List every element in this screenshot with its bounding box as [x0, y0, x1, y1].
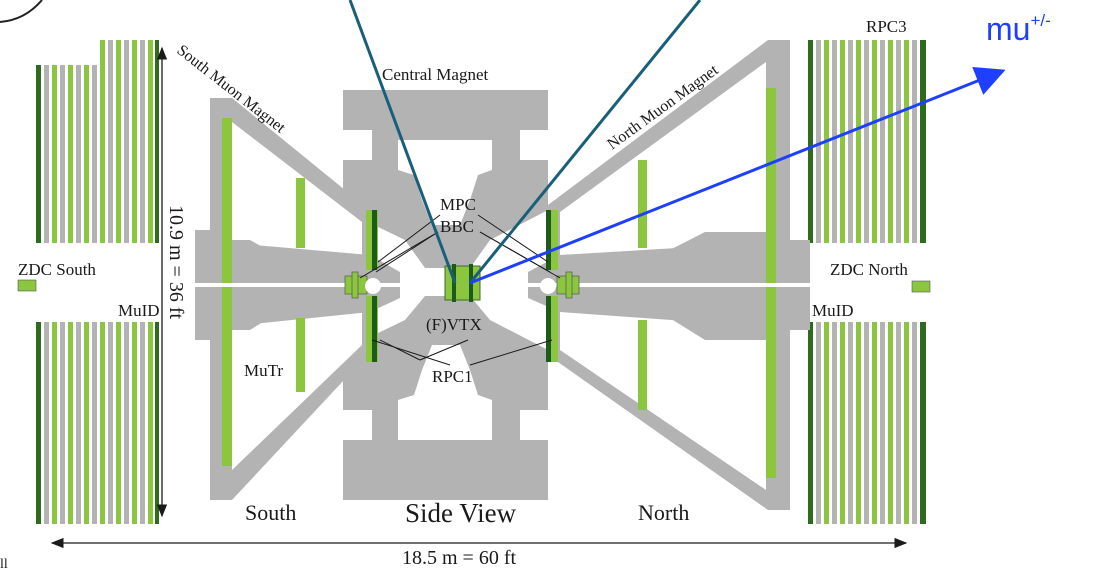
north-rpc1-top-dark — [546, 210, 551, 270]
mpc-label: MPC — [440, 195, 476, 214]
track-teal-2 — [468, 0, 702, 284]
north-mutr-station-2-bot — [638, 320, 647, 410]
muid-south-bottom — [36, 322, 159, 524]
track-teal-1 — [348, 0, 457, 284]
track-muon — [469, 66, 1006, 285]
zdc-north-block — [911, 280, 931, 293]
south-mutr-station-2-top — [296, 178, 305, 248]
muid-south-top — [36, 40, 159, 243]
zdc-south-block — [17, 279, 37, 292]
rpc1-label: RPC1 — [432, 367, 473, 386]
fvtx-label: (F)VTX — [426, 315, 482, 334]
mutr-label: MuTr — [244, 361, 283, 380]
bbc-label: BBC — [440, 217, 474, 236]
side-view-label: Side View — [405, 498, 517, 528]
north-mpc-bbc — [540, 271, 580, 299]
leader-lines — [359, 214, 561, 366]
south-rpc1-bot-dark — [372, 296, 377, 362]
muon-label: mu+/- — [986, 11, 1051, 47]
south-mutr-station-2-bot — [296, 318, 305, 392]
north-rpc1-bot-dark — [546, 296, 551, 362]
south-mpc-bbc — [344, 271, 381, 299]
south-muon-magnet-inner — [232, 122, 362, 470]
magnet-inner-bottom — [398, 345, 492, 440]
magnet-inner-top — [398, 140, 492, 225]
south-label: South — [245, 500, 296, 525]
corner-circle-fragment — [0, 0, 43, 23]
muid-north-label: MuID — [812, 301, 854, 320]
rpc3-label: RPC3 — [866, 17, 907, 36]
width-label: 18.5 m = 60 ft — [402, 547, 516, 569]
muid-south-label: MuID — [118, 301, 160, 320]
north-mutr-station-2-top — [638, 160, 647, 248]
central-magnet-label: Central Magnet — [382, 65, 488, 84]
south-rpc1-top-dark — [372, 210, 377, 270]
height-label: 10.9 m = 36 ft — [165, 205, 187, 319]
south-mutr-station-1 — [222, 118, 232, 466]
beam-pipe — [195, 283, 810, 287]
zdc-south-label: ZDC South — [18, 260, 96, 279]
north-muon-magnet-inner — [560, 62, 766, 490]
north-label: North — [638, 500, 689, 525]
zdc-north-label: ZDC North — [830, 260, 908, 279]
corner-text: ll — [0, 557, 8, 571]
muid-north-bottom — [808, 322, 926, 524]
muon-charge-label: +/- — [1030, 11, 1050, 30]
